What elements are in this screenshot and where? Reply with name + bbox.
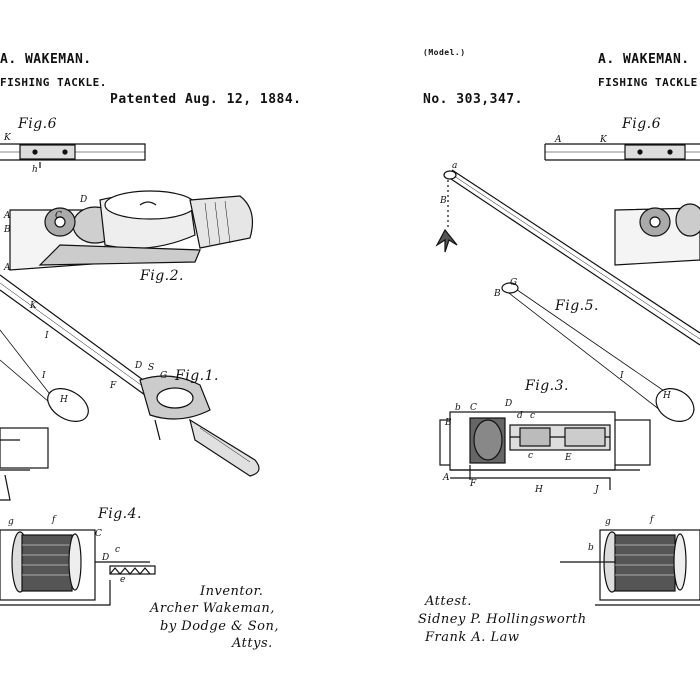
- svg-text:K: K: [29, 301, 38, 311]
- right-fig6-rod-icon: [544, 143, 700, 161]
- svg-text:h: h: [32, 165, 38, 175]
- svg-text:J: J: [593, 485, 600, 495]
- svg-text:D: D: [79, 195, 87, 205]
- right-fig5-caption: Fig.5.: [555, 298, 599, 314]
- svg-text:F: F: [469, 479, 477, 489]
- svg-text:B: B: [444, 418, 452, 428]
- left-patent-date: Patented Aug. 12, 1884.: [110, 92, 302, 107]
- svg-text:B: B: [493, 289, 501, 299]
- right-subject-title: FISHING TACKLE.: [598, 76, 700, 89]
- svg-text:f: f: [649, 515, 655, 525]
- left-subject-title: FISHING TACKLE.: [0, 76, 107, 89]
- left-inventor-name: A. WAKEMAN.: [0, 52, 92, 67]
- svg-text:c: c: [528, 451, 533, 461]
- svg-text:I: I: [619, 371, 624, 381]
- svg-text:S: S: [148, 363, 154, 373]
- svg-text:B: B: [3, 225, 11, 235]
- svg-text:K: K: [599, 135, 608, 145]
- right-fig6-caption: Fig.6: [622, 116, 662, 132]
- svg-text:e: e: [120, 575, 125, 585]
- left-fig6-rod-icon: [0, 143, 146, 168]
- right-fig3-section-icon: [439, 411, 651, 490]
- svg-text:E: E: [564, 453, 572, 463]
- svg-text:I: I: [41, 371, 46, 381]
- svg-text:C: C: [470, 403, 477, 413]
- left-fig1-caption: Fig.1.: [175, 368, 219, 384]
- svg-text:F: F: [109, 381, 117, 391]
- right-fig4-spool-icon: [560, 529, 700, 606]
- svg-text:A: A: [554, 135, 562, 145]
- svg-text:K: K: [3, 133, 12, 143]
- attest-witness-1: Sidney P. Hollingsworth: [418, 612, 587, 627]
- inventor-heading: Inventor.: [200, 584, 264, 599]
- svg-text:D: D: [504, 399, 512, 409]
- svg-text:c: c: [115, 545, 120, 555]
- svg-text:A: A: [3, 211, 11, 221]
- inventor-signature: Archer Wakeman,: [150, 601, 275, 616]
- attest-witness-2: Frank A. Law: [425, 630, 520, 645]
- svg-text:g: g: [605, 517, 611, 527]
- right-fig5-rod-icon: [435, 169, 700, 422]
- svg-text:a: a: [452, 161, 457, 171]
- svg-text:b: b: [455, 403, 461, 413]
- right-patent-number: No. 303,347.: [423, 92, 523, 107]
- right-inventor-name: A. WAKEMAN.: [598, 52, 690, 67]
- inventor-attys: Attys.: [232, 636, 273, 651]
- right-fig3-caption: Fig.3.: [525, 378, 569, 394]
- left-fig4-spool-icon: [0, 529, 156, 606]
- inventor-attorney-line: by Dodge & Son,: [160, 619, 279, 634]
- svg-text:D: D: [101, 553, 109, 563]
- svg-text:B: B: [439, 196, 447, 206]
- svg-text:C: C: [55, 211, 62, 221]
- svg-text:g: g: [8, 517, 14, 527]
- svg-text:A: A: [442, 473, 450, 483]
- left-fig3-partial-icon: [0, 427, 49, 501]
- left-fig2-caption: Fig.2.: [140, 268, 184, 284]
- svg-text:b: b: [588, 543, 594, 553]
- svg-text:H: H: [534, 485, 543, 495]
- svg-text:G: G: [510, 278, 517, 288]
- svg-text:D: D: [134, 361, 142, 371]
- svg-text:H: H: [662, 391, 671, 401]
- left-fig2-reel-icon: [9, 190, 253, 271]
- left-fig1-rod-icon: [0, 274, 260, 477]
- left-fig4-caption: Fig.4.: [98, 506, 142, 522]
- svg-text:d: d: [517, 411, 523, 421]
- svg-text:c: c: [530, 411, 535, 421]
- svg-text:G: G: [160, 371, 167, 381]
- right-fig2-reel-icon: [614, 203, 700, 266]
- svg-text:f: f: [51, 515, 57, 525]
- svg-text:I: I: [44, 331, 49, 341]
- right-model-tag: (Model.): [423, 48, 466, 57]
- svg-text:C: C: [95, 529, 102, 539]
- left-fig6-caption: Fig.6: [18, 116, 58, 132]
- attest-heading: Attest.: [425, 594, 472, 609]
- svg-text:A: A: [3, 263, 11, 273]
- svg-text:H: H: [59, 395, 68, 405]
